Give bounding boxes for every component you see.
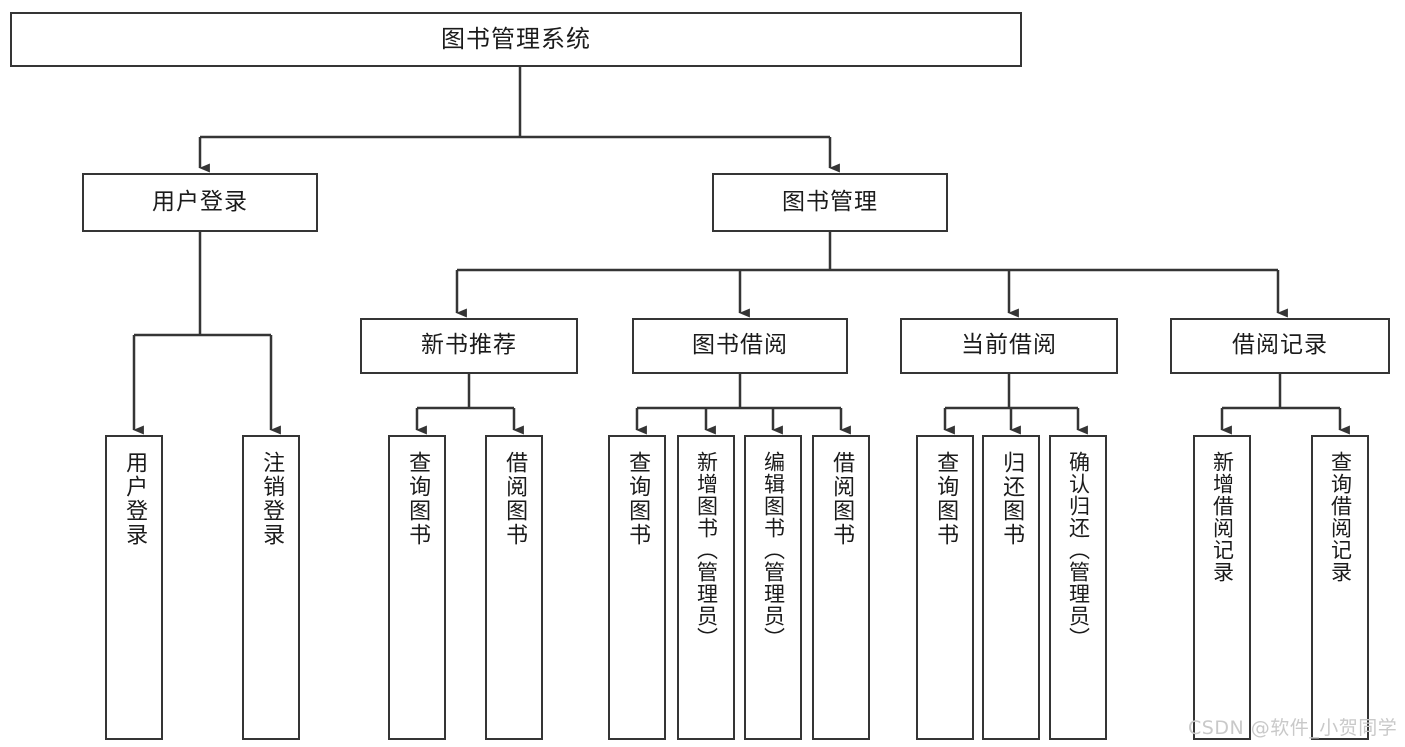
leaf-borrow-book[interactable]: 借阅图书 bbox=[812, 435, 870, 740]
node-root-label: 图书管理系统 bbox=[441, 25, 591, 54]
leaf-label: 新增借阅记录 bbox=[1210, 451, 1235, 583]
leaf-edit-book-admin[interactable]: 编辑图书（管理员） bbox=[744, 435, 802, 740]
leaf-logout[interactable]: 注销登录 bbox=[242, 435, 300, 740]
leaf-label: 编辑图书（管理员） bbox=[761, 451, 786, 649]
leaf-label: 新增图书（管理员） bbox=[694, 451, 719, 649]
node-borrow-records[interactable]: 借阅记录 bbox=[1170, 318, 1390, 374]
node-current-borrow[interactable]: 当前借阅 bbox=[900, 318, 1118, 374]
leaf-label: 确认归还（管理员） bbox=[1066, 451, 1091, 649]
leaf-label: 归还图书 bbox=[999, 451, 1025, 547]
leaf-label: 查询图书 bbox=[933, 451, 959, 547]
watermark: CSDN @软件_小贺同学 bbox=[1188, 717, 1398, 739]
node-borrow-records-label: 借阅记录 bbox=[1232, 332, 1328, 359]
leaf-label: 用户登录 bbox=[122, 451, 148, 547]
leaf-label: 查询借阅记录 bbox=[1328, 451, 1353, 583]
node-user-login[interactable]: 用户登录 bbox=[82, 173, 318, 232]
leaf-return-book[interactable]: 归还图书 bbox=[982, 435, 1040, 740]
leaf-borrow-book-recommend[interactable]: 借阅图书 bbox=[485, 435, 543, 740]
leaf-query-book-recommend[interactable]: 查询图书 bbox=[388, 435, 446, 740]
leaf-label: 查询图书 bbox=[405, 451, 431, 547]
leaf-query-book-current[interactable]: 查询图书 bbox=[916, 435, 974, 740]
leaf-label: 借阅图书 bbox=[829, 451, 855, 547]
leaf-label: 注销登录 bbox=[259, 451, 285, 547]
leaf-add-borrow-record[interactable]: 新增借阅记录 bbox=[1193, 435, 1251, 740]
node-user-login-label: 用户登录 bbox=[152, 188, 248, 215]
node-root[interactable]: 图书管理系统 bbox=[10, 12, 1022, 67]
leaf-confirm-return-admin[interactable]: 确认归还（管理员） bbox=[1049, 435, 1107, 740]
node-book-borrow[interactable]: 图书借阅 bbox=[632, 318, 848, 374]
node-current-borrow-label: 当前借阅 bbox=[961, 332, 1057, 359]
leaf-add-book-admin[interactable]: 新增图书（管理员） bbox=[677, 435, 735, 740]
node-book-management[interactable]: 图书管理 bbox=[712, 173, 948, 232]
node-book-management-label: 图书管理 bbox=[782, 188, 878, 215]
leaf-label: 借阅图书 bbox=[502, 451, 528, 547]
node-new-book-recommend[interactable]: 新书推荐 bbox=[360, 318, 578, 374]
leaf-label: 查询图书 bbox=[625, 451, 651, 547]
node-book-borrow-label: 图书借阅 bbox=[692, 332, 788, 359]
node-new-book-recommend-label: 新书推荐 bbox=[421, 332, 517, 359]
leaf-query-borrow-record[interactable]: 查询借阅记录 bbox=[1311, 435, 1369, 740]
leaf-query-book-borrow[interactable]: 查询图书 bbox=[608, 435, 666, 740]
leaf-user-login[interactable]: 用户登录 bbox=[105, 435, 163, 740]
